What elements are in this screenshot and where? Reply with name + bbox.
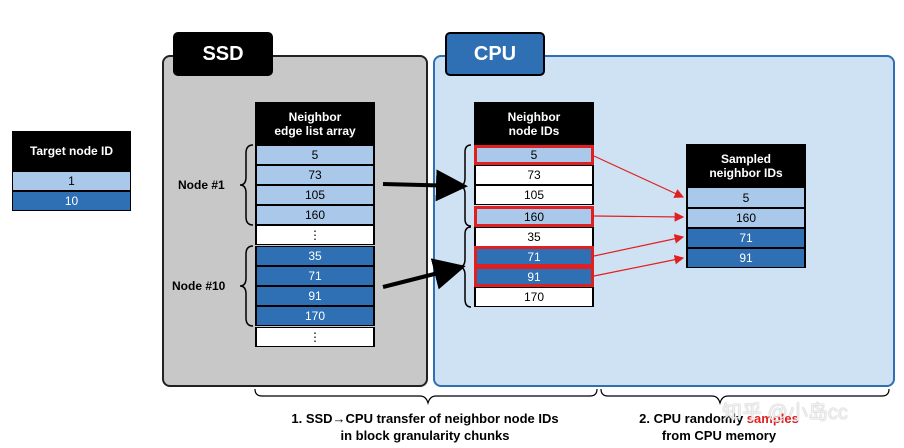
ssd-cell: 35 <box>255 246 375 266</box>
target-node-id-1: 1 <box>12 171 131 191</box>
ssd-title: SSD <box>173 32 273 76</box>
step1-caption: 1. SSD→CPU transfer of neighbor node IDs… <box>291 411 559 443</box>
ssd-cell: 5 <box>255 145 375 165</box>
node1-label: Node #1 <box>178 178 225 192</box>
transfer-arrow-node1 <box>382 169 468 202</box>
cpu-id-cell: 71 <box>474 246 594 267</box>
ssd-cell: 160 <box>255 205 375 225</box>
brace-node10 <box>239 245 254 327</box>
sample-arrow-91 <box>593 254 685 277</box>
sample-arrow-71 <box>593 234 685 257</box>
cpu-id-cell: 170 <box>474 287 594 307</box>
ssd-cell-ellipsis: ⋮ <box>255 327 375 347</box>
ssd-cell: 73 <box>255 165 375 185</box>
ssd-cell: 91 <box>255 286 375 306</box>
ssd-cell: 71 <box>255 266 375 286</box>
cpu-id-cell: 73 <box>474 165 594 185</box>
ssd-cell-ellipsis: ⋮ <box>255 225 375 245</box>
target-node-id-10: 10 <box>12 191 131 211</box>
ssd-cell: 105 <box>255 185 375 205</box>
sample-arrow-5 <box>593 155 685 198</box>
brace-cpu-top <box>458 144 472 227</box>
cpu-id-cell: 105 <box>474 185 594 205</box>
sampled-cell: 5 <box>686 187 806 208</box>
target-node-id-header: Target node ID <box>12 131 131 171</box>
cpu-id-cell: 91 <box>474 266 594 287</box>
bottom-brace-step2 <box>600 388 890 406</box>
sampled-cell: 160 <box>686 208 806 228</box>
cpu-id-cell: 160 <box>474 206 594 227</box>
sample-arrow-160 <box>593 212 685 222</box>
node10-label: Node #10 <box>172 279 226 293</box>
sampled-cell: 91 <box>686 248 806 268</box>
step2-caption: 2. CPU randomly samples from CPU memory <box>639 411 799 443</box>
transfer-arrow-node10 <box>382 258 466 290</box>
bottom-brace-step1 <box>254 388 598 406</box>
watermark: 知乎 @小岛cc <box>722 402 848 424</box>
ssd-cell: 170 <box>255 306 375 326</box>
cpu-title: CPU <box>445 32 545 76</box>
brace-cpu-bottom <box>458 226 472 308</box>
cpu-id-cell: 5 <box>474 145 594 165</box>
brace-node1 <box>239 144 254 226</box>
sampled-cell: 71 <box>686 228 806 248</box>
